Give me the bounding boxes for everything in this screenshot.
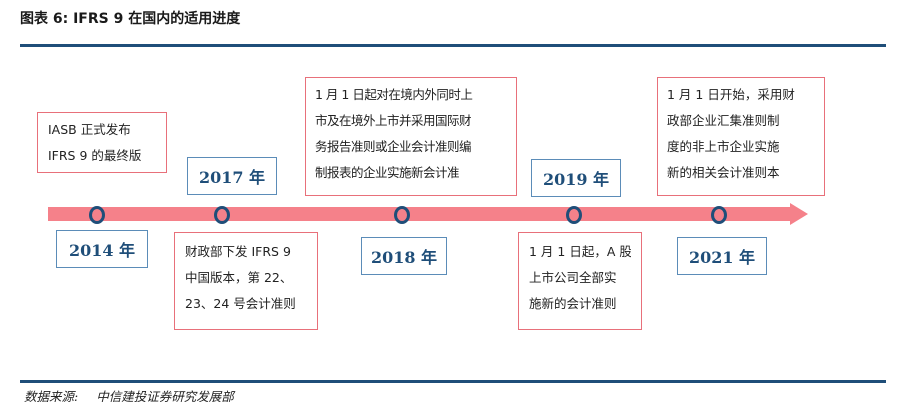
timeline-marker-2014 [89, 206, 105, 224]
timeline-marker-2017 [214, 206, 230, 224]
year-label-2021: 2021 年 [677, 237, 767, 275]
event-note-line: IASB 正式发布 [48, 122, 131, 137]
event-note-line: 财政部下发 IFRS 9 [185, 244, 291, 259]
timeline-arrow-body [48, 207, 792, 221]
event-note-line: 施新的会计准则 [529, 296, 617, 311]
event-note-line: 上市公司全部实 [529, 270, 617, 285]
timeline-marker-2021 [711, 206, 727, 224]
event-note-line: IFRS 9 的最终版 [48, 148, 142, 163]
event-note-2017: 财政部下发 IFRS 9 中国版本，第 22、 23、24 号会计准则 [174, 232, 318, 330]
event-note-line: 度的非上市企业实施 [667, 139, 780, 154]
year-label-2019: 2019 年 [531, 159, 621, 197]
figure-title: 图表 6: IFRS 9 在国内的适用进度 [20, 11, 241, 27]
event-note-2018: 1 月 1 日起对在境内外同时上 市及在境外上市并采用国际财 务报告准则或企业会… [305, 77, 517, 196]
event-note-2019: 1 月 1 日起，A 股 上市公司全部实 施新的会计准则 [518, 232, 642, 330]
timeline-marker-2018 [394, 206, 410, 224]
timeline-marker-2019 [566, 206, 582, 224]
event-note-line: 市及在境外上市并采用国际财 [315, 113, 472, 128]
event-note-line: 政部企业汇集准则制 [667, 113, 780, 128]
bottom-rule [20, 380, 886, 383]
year-label-2017: 2017 年 [187, 157, 277, 195]
top-rule [20, 44, 886, 47]
year-label-2014: 2014 年 [56, 230, 148, 268]
event-note-line: 1 月 1 日开始，采用财 [667, 87, 795, 102]
source-label: 数据来源: [24, 389, 79, 404]
event-note-line: 务报告准则或企业会计准则编 [315, 139, 472, 154]
source-note: 数据来源: 中信建投证券研究发展部 [24, 386, 248, 405]
source-org: 中信建投证券研究发展部 [96, 389, 234, 404]
year-label-2018: 2018 年 [361, 237, 447, 275]
event-note-line: 1 月 1 日起，A 股 [529, 244, 631, 259]
timeline-arrow-head [790, 203, 808, 225]
event-note-line: 中国版本，第 22、 [185, 270, 293, 285]
event-note-line: 制报表的企业实施新会计准 [315, 165, 460, 180]
event-note-2021: 1 月 1 日开始，采用财 政部企业汇集准则制 度的非上市企业实施 新的相关会计… [657, 77, 825, 196]
event-note-line: 新的相关会计准则本 [667, 165, 780, 180]
event-note-line: 1 月 1 日起对在境内外同时上 [315, 87, 473, 102]
event-note-iasb: IASB 正式发布 IFRS 9 的最终版 [37, 112, 167, 173]
event-note-line: 23、24 号会计准则 [185, 296, 296, 311]
